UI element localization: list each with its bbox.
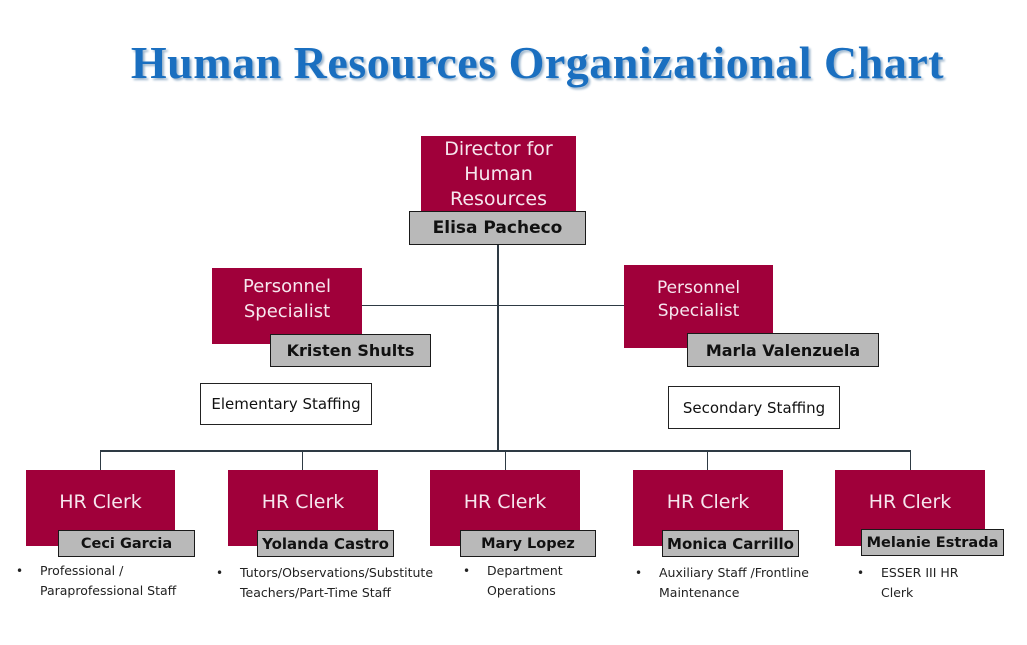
connector-clerk-4	[707, 450, 708, 470]
director-role-label: Director for Human Resources	[444, 138, 553, 210]
clerk-role-label: HR Clerk	[463, 491, 547, 513]
specialist-role-box-1[interactable]: Personnel Specialist	[212, 268, 362, 344]
clerk-duty-text: Tutors/Observations/Substitute Teachers/…	[240, 565, 434, 600]
clerk-name-box-1[interactable]: Ceci Garcia	[58, 530, 195, 557]
connector-clerk-5	[910, 450, 911, 470]
connector-trunk	[497, 244, 499, 451]
clerk-role-label: HR Clerk	[868, 491, 952, 513]
connector-clerk-1	[100, 450, 101, 470]
specialist-role-label: Personnel Specialist	[243, 276, 331, 322]
clerk-duty-text: ESSER III HR Clerk	[881, 565, 959, 600]
specialist-area-box-1: Elementary Staffing	[200, 383, 372, 425]
specialist-area-box-2: Secondary Staffing	[668, 386, 840, 429]
clerk-role-label: HR Clerk	[261, 491, 345, 513]
specialist-area-label: Secondary Staffing	[682, 398, 826, 417]
bullet-icon: •	[463, 564, 471, 578]
clerk-name: Melanie Estrada	[866, 534, 999, 551]
bullet-icon: •	[16, 564, 24, 578]
director-role-box[interactable]: Director for Human Resources	[421, 136, 576, 224]
clerk-name-box-5[interactable]: Melanie Estrada	[861, 529, 1004, 556]
connector-clerk-3	[505, 450, 506, 470]
clerk-duty-text: Auxiliary Staff /Frontline Maintenance	[659, 565, 809, 600]
specialist-name-box-1[interactable]: Kristen Shults	[270, 334, 431, 367]
specialist-area-label: Elementary Staffing	[211, 395, 361, 413]
bullet-icon: •	[216, 566, 224, 580]
clerk-name-box-2[interactable]: Yolanda Castro	[257, 530, 394, 557]
bullet-icon: •	[857, 566, 865, 580]
director-name: Elisa Pacheco	[432, 218, 563, 238]
clerk-name: Ceci Garcia	[80, 535, 173, 552]
connector-clerk-2	[302, 450, 303, 470]
clerk-duty-text: Department Operations	[487, 563, 563, 598]
chart-title: Human Resources Organizational Chart	[130, 37, 945, 88]
clerk-duty-text: Professional / Paraprofessional Staff	[40, 563, 177, 598]
clerk-role-label: HR Clerk	[666, 491, 750, 513]
clerk-name-box-3[interactable]: Mary Lopez	[460, 530, 596, 557]
clerk-name: Monica Carrillo	[667, 534, 794, 553]
specialist-name: Kristen Shults	[286, 341, 415, 360]
specialist-name: Marla Valenzuela	[705, 340, 861, 360]
connector-specialists	[362, 305, 624, 306]
clerk-name: Mary Lopez	[481, 535, 575, 552]
clerk-name: Yolanda Castro	[262, 534, 389, 553]
bullet-icon: •	[635, 566, 643, 580]
specialist-name-box-2[interactable]: Marla Valenzuela	[687, 333, 879, 367]
specialist-role-label: Personnel Specialist	[656, 278, 741, 321]
clerk-role-label: HR Clerk	[59, 491, 142, 513]
director-name-box[interactable]: Elisa Pacheco	[409, 211, 586, 245]
clerk-name-box-4[interactable]: Monica Carrillo	[662, 530, 799, 557]
